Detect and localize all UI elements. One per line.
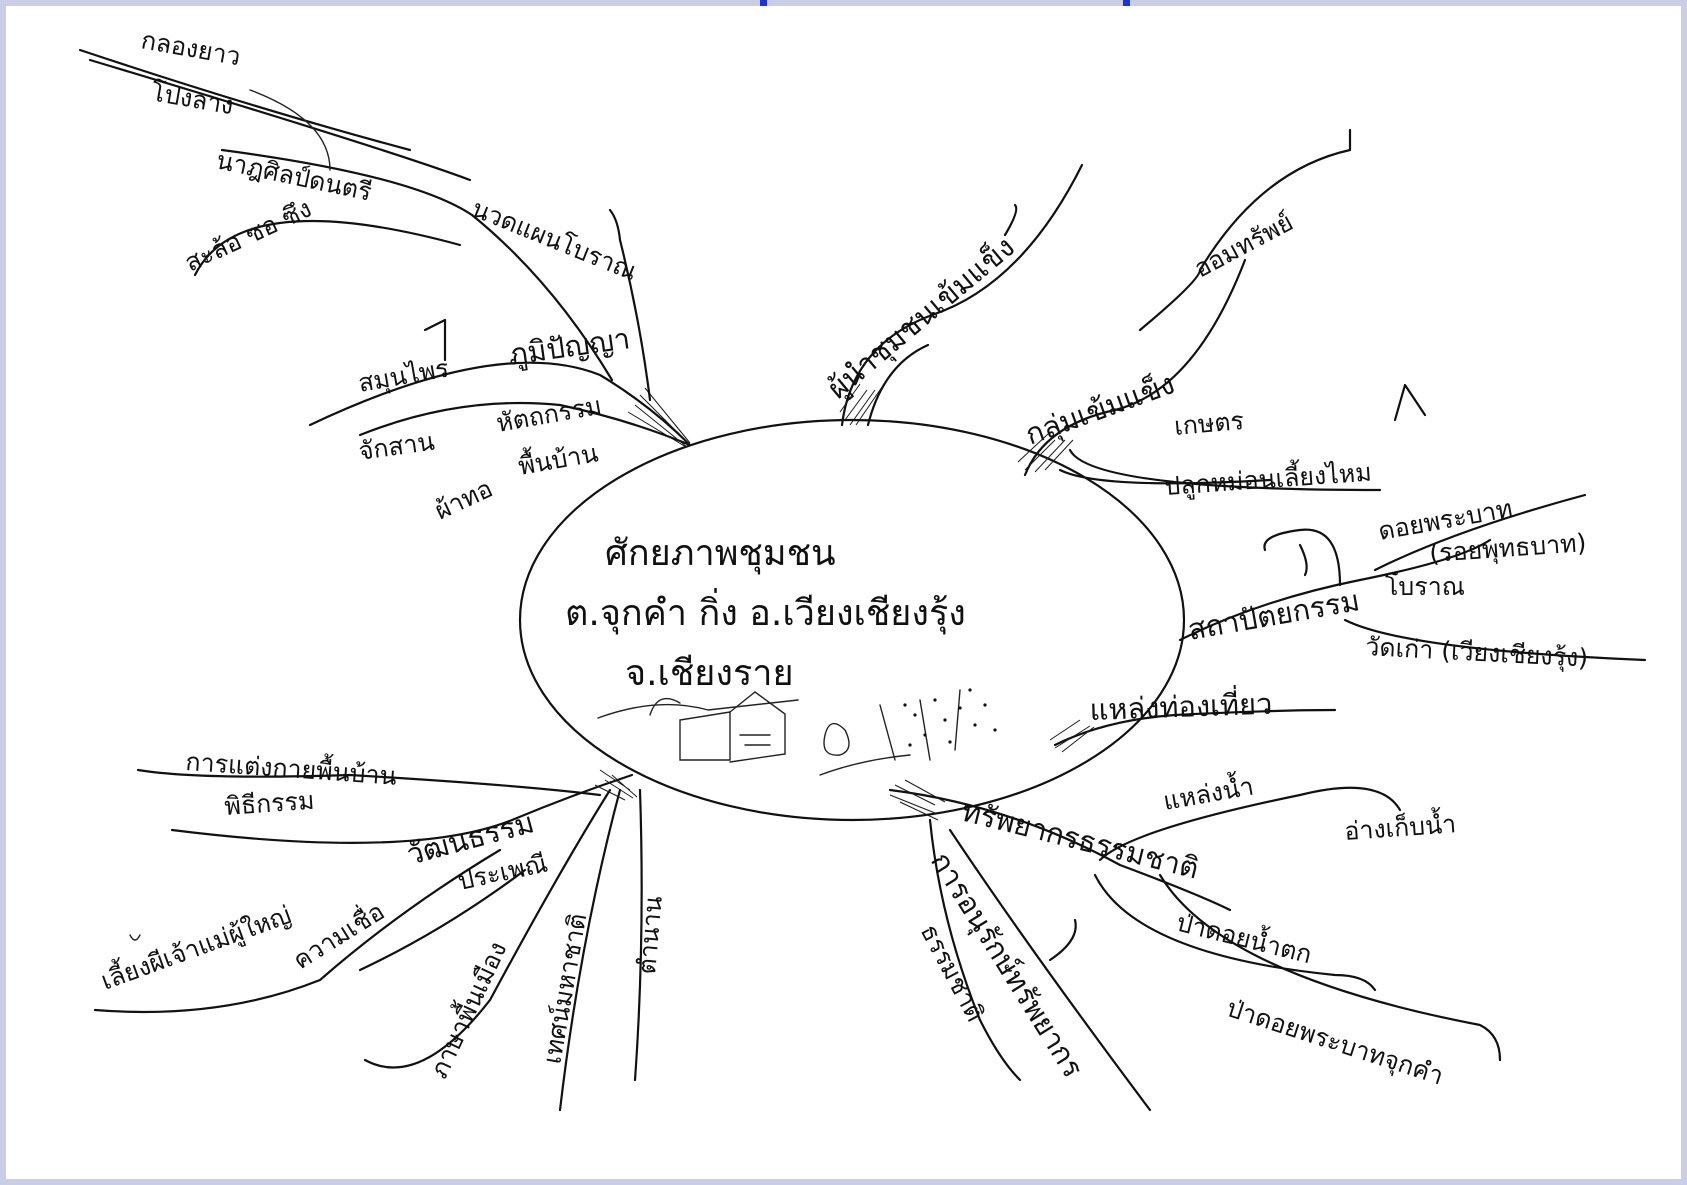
center-line-2: ต.จุกคำ กิ่ง อ.เวียงเชียงรุ้ง <box>565 588 966 635</box>
leaf-local-language: ภาษาพื้นเมือง <box>421 935 513 1082</box>
branch-label-tourism: แหล่งท่องเที่ยว <box>1089 684 1273 727</box>
leaf-spirit-feast: เลี้ยงผีเจ้าแม่ผู้ใหญ่ <box>96 896 295 996</box>
leaf-old-temple: วัดเก่า (เวียงเชียงรุ้ง) <box>1365 632 1589 674</box>
leaf-folk: พื้นบ้าน <box>515 434 600 480</box>
branch-tourism <box>1049 708 1337 753</box>
branch-strong-groups <box>1017 128 1382 492</box>
branch-conservation <box>928 818 1152 1112</box>
leaf-savings: ออมทรัพย์ <box>1189 207 1298 283</box>
leaf-silk: ปลูกหม่อนเลี้ยงไหม <box>1163 454 1373 502</box>
branch-label-architecture: สถาปัตยกรรม <box>1185 583 1362 647</box>
leaf-weaving: ผ้าทอ <box>430 474 497 526</box>
branch-architecture <box>1178 493 1647 662</box>
leaf-footprint: (รอยพุทธบาท) <box>1428 528 1587 569</box>
leaf-instruments: สะล้อ ซอ ซึง <box>180 194 316 278</box>
leaf-handicraft: หัตถกรรม <box>494 391 604 438</box>
leaf-folk-dress: การแต่งกายพื้นบ้าน <box>185 743 398 791</box>
leaf-phrabat-forest: ป่าดอยพระบาทจุกคำ <box>1223 993 1447 1091</box>
leaf-long-drum: กลองยาว <box>139 25 243 71</box>
temple-sketch <box>597 689 961 776</box>
leaf-pong-lang: โปงลาง <box>149 77 236 120</box>
leaf-legend: ตำนาน <box>632 895 668 976</box>
branch-resources <box>888 779 1502 1062</box>
center-ellipse <box>518 418 1186 822</box>
top-edge-marks <box>755 0 1135 8</box>
branch-culture <box>93 768 643 1112</box>
branch-wisdom <box>78 48 692 448</box>
branch-community-groups <box>839 163 1084 427</box>
leaf-ritual: พิธีกรรม <box>223 786 315 821</box>
leaf-ancient: โบราณ <box>1385 572 1465 601</box>
tree-dots <box>903 688 997 747</box>
leaf-reservoir: อ่างเก็บน้ำ <box>1343 805 1457 846</box>
branch-label-strong-groups: กลุ่มเข้มแข็ง <box>1020 365 1179 452</box>
check-mark <box>1393 383 1427 422</box>
center-line-3: จ.เชียงราย <box>625 653 794 694</box>
leaf-sermon: เทศน์มหาชาติ <box>537 911 592 1066</box>
center-title: ศักยภาพชุมชน <box>605 533 836 575</box>
leaf-agriculture: เกษตร <box>1173 406 1245 441</box>
leaf-waterfall-forest: ป่าดอยน้ำตก <box>1174 904 1316 969</box>
branch-label-community-leaders: ผู้นำชุมชนเข้มแข็ง <box>820 229 1022 406</box>
leaf-massage: นวดแผนโบราณ <box>468 194 641 287</box>
leaf-herbs: สมุนไพร <box>356 353 451 398</box>
